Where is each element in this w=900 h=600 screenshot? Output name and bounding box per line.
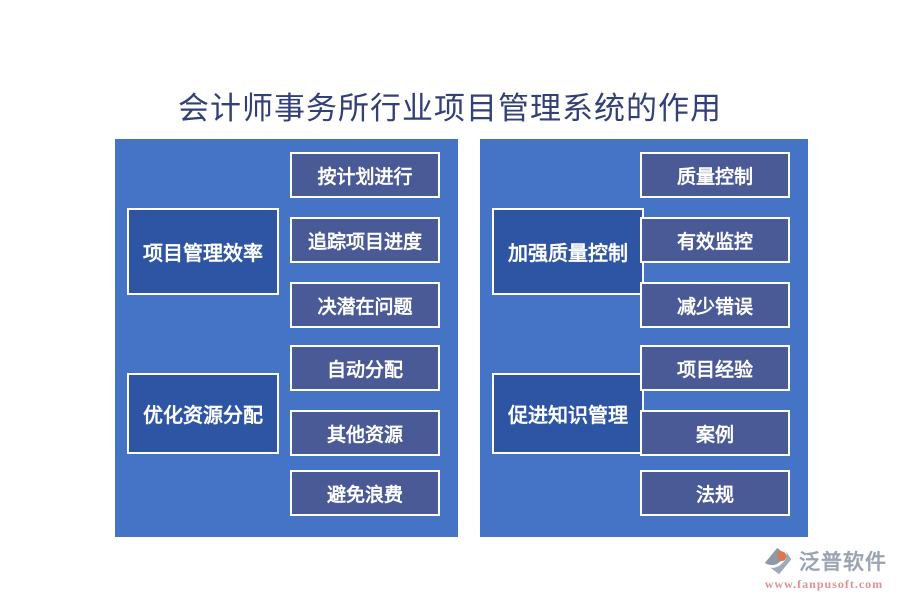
- item-box: 追踪项目进度: [290, 217, 440, 263]
- category-box: 促进知识管理: [492, 373, 644, 454]
- brand-watermark: 泛普软件 www.fanpusoft.com: [756, 546, 892, 592]
- category-box: 加强质量控制: [492, 208, 644, 295]
- item-box: 决潜在问题: [290, 282, 440, 328]
- panel-quality-knowledge: 加强质量控制 促进知识管理 质量控制 有效监控 减少错误 项目经验 案例 法规: [480, 139, 808, 537]
- brand-url: www.fanpusoft.com: [764, 577, 884, 591]
- item-box: 有效监控: [640, 217, 790, 263]
- item-box: 项目经验: [640, 345, 790, 391]
- page-title: 会计师事务所行业项目管理系统的作用: [178, 90, 722, 126]
- item-box: 自动分配: [290, 345, 440, 391]
- category-box: 项目管理效率: [127, 208, 279, 295]
- brand-name: 泛普软件: [799, 550, 887, 574]
- item-box: 减少错误: [640, 282, 790, 328]
- item-box: 避免浪费: [290, 470, 440, 516]
- category-box: 优化资源分配: [127, 373, 279, 454]
- fanpu-logo-icon: [765, 547, 792, 575]
- item-box: 其他资源: [290, 410, 440, 456]
- item-box: 案例: [640, 410, 790, 456]
- panel-efficiency-resources: 项目管理效率 优化资源分配 按计划进行 追踪项目进度 决潜在问题 自动分配 其他…: [115, 139, 458, 537]
- item-box: 按计划进行: [290, 152, 440, 198]
- item-box: 法规: [640, 470, 790, 516]
- item-box: 质量控制: [640, 152, 790, 198]
